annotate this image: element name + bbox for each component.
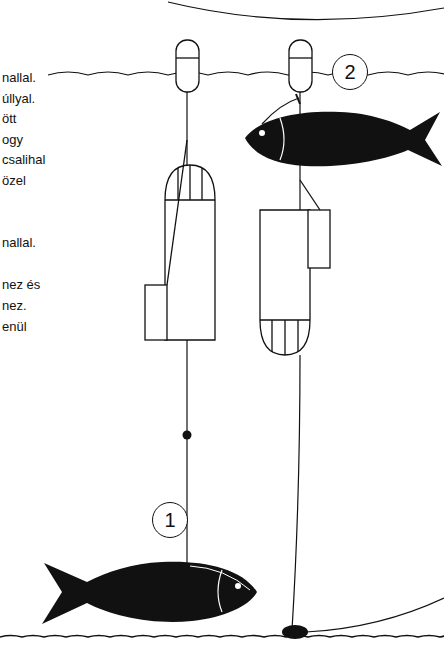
note-text: nez és [2, 277, 40, 293]
note-text: csalihal [2, 152, 45, 168]
callout-circle: 1 [152, 502, 188, 538]
bait-fish [245, 112, 442, 167]
hook [296, 94, 300, 104]
note-text: enül [2, 319, 27, 335]
feeder-weight [145, 285, 167, 340]
note-text: ogy [2, 132, 23, 148]
feeder [165, 165, 215, 200]
water-surface [48, 72, 444, 75]
feeder [260, 210, 310, 355]
float [176, 57, 199, 58]
note-text: úllyal. [2, 91, 35, 107]
rig-line [292, 355, 300, 630]
rig-line [167, 140, 187, 285]
float [176, 40, 199, 92]
rig-line [306, 598, 444, 632]
note-text: nallal. [2, 235, 36, 251]
callout-number: 1 [164, 510, 175, 530]
feeder [165, 165, 215, 340]
lake-bottom [0, 636, 444, 638]
fishing-line [168, 2, 444, 20]
note-text: nallal. [2, 70, 36, 86]
float [289, 40, 312, 92]
feeder-weight [308, 210, 330, 268]
feeder [260, 320, 310, 355]
note-text: ött [2, 111, 16, 127]
note-text: özel [2, 173, 26, 189]
rig-line [300, 180, 320, 210]
sinker [282, 625, 308, 639]
callout-circle: 2 [332, 54, 368, 90]
callout-number: 2 [344, 62, 355, 82]
note-text: nez. [2, 298, 27, 314]
bait-fish [42, 562, 257, 624]
float [289, 57, 312, 58]
bead [183, 431, 192, 440]
